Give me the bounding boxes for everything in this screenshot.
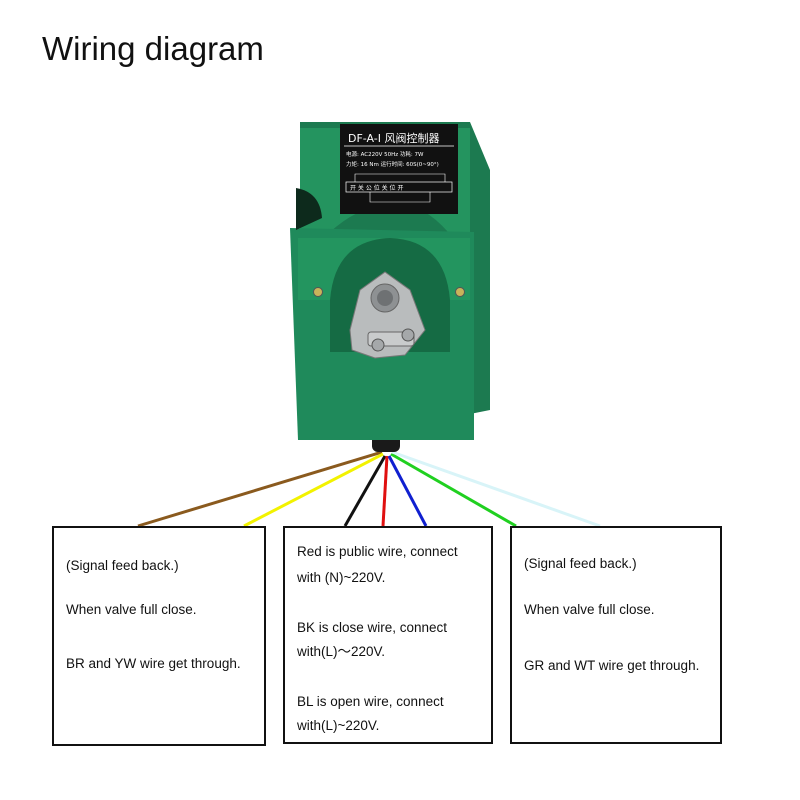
nameplate-terminals: 开 关 公 位 关 位 开 (350, 184, 403, 192)
screw-left (313, 287, 323, 297)
wire-br (137, 450, 383, 528)
right-note-box: (Signal feed back.) When valve full clos… (510, 526, 722, 744)
left-note-line3: BR and YW wire get through. (66, 656, 241, 671)
screw-right (455, 287, 465, 297)
left-note-box: (Signal feed back.) When valve full clos… (52, 526, 266, 746)
middle-note-line4: with(L)～220V. (297, 644, 386, 659)
middle-note-line2: with (N)~220V. (297, 570, 386, 585)
middle-note-line5: BL is open wire, connect (297, 694, 444, 709)
left-note-line1: (Signal feed back.) (66, 558, 179, 573)
nameplate-spec1: 电源: AC220V 50Hz 功耗: 7W (346, 150, 424, 158)
nameplate-spec2: 力矩: 16 Nm 运行时间: 60S(0~90°) (346, 160, 439, 168)
middle-note-line3: BK is close wire, connect (297, 620, 448, 635)
wire-yw (243, 452, 384, 528)
middle-note-line1: Red is public wire, connect (297, 544, 458, 559)
middle-note-line6: with(L)~220V. (297, 718, 380, 733)
middle-note-box: Red is public wire, connect with (N)~220… (283, 526, 493, 744)
wire-bk (343, 455, 387, 527)
nameplate-model: DF-A-I 风阀控制器 (348, 131, 440, 145)
nameplate: DF-A-I 风阀控制器 电源: AC220V 50Hz 功耗: 7W 力矩: … (340, 124, 458, 214)
right-note-line1: (Signal feed back.) (524, 556, 637, 571)
wire-bl (387, 455, 428, 527)
page-title: Wiring diagram (42, 30, 264, 67)
side-hole (296, 188, 322, 230)
left-note-line2: When valve full close. (66, 602, 197, 617)
right-note-line2: When valve full close. (524, 602, 655, 617)
wire-wt (391, 450, 601, 528)
wires (137, 450, 601, 528)
wire-gr (390, 452, 517, 528)
shaft-clamp (349, 271, 426, 359)
right-note-line3: GR and WT wire get through. (524, 658, 700, 673)
wire-red (381, 455, 389, 527)
